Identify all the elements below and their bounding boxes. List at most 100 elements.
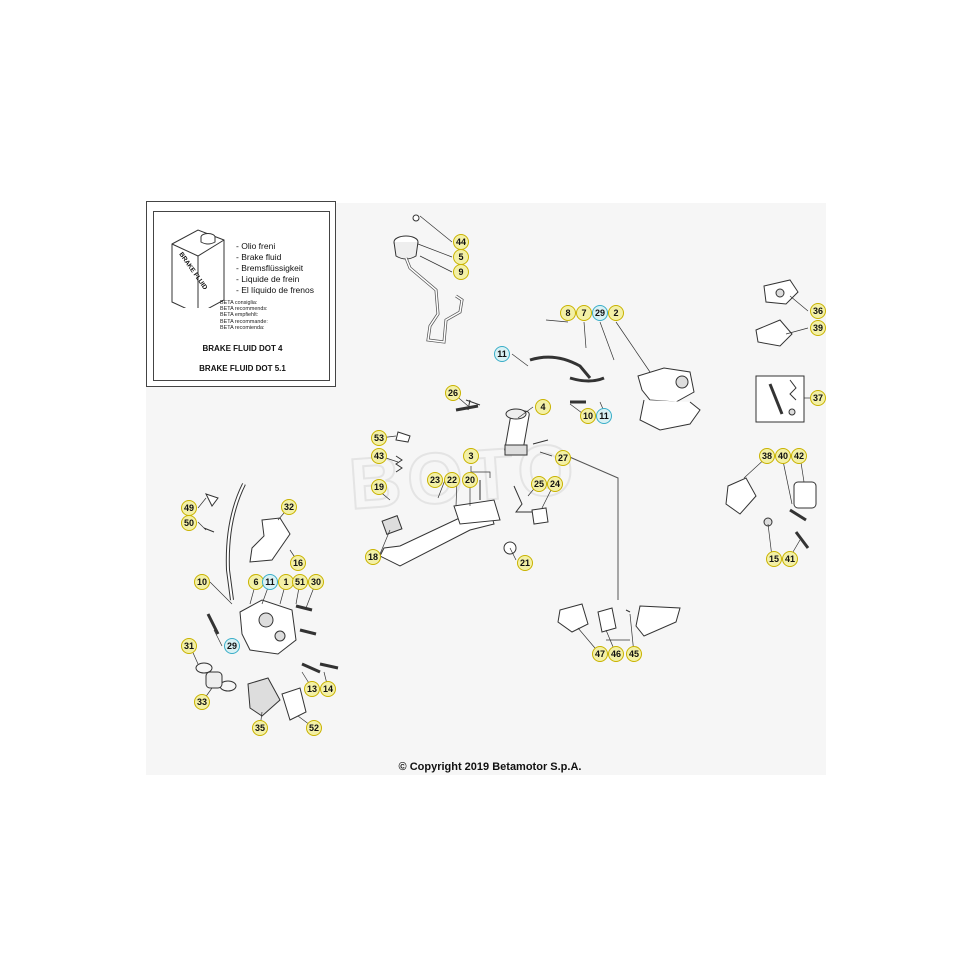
- callout-c1: 1: [278, 574, 294, 590]
- fluid-name: Bremsflüssigkeit: [236, 263, 314, 274]
- callout-c19: 19: [371, 479, 387, 495]
- fluid-spec-dot4: BRAKE FLUID DOT 4: [202, 344, 283, 353]
- callout-c36: 36: [810, 303, 826, 319]
- callout-number: 2: [613, 308, 618, 318]
- recommend-line: BETA recomienda:: [220, 324, 265, 331]
- callout-c27: 27: [555, 450, 571, 466]
- recommend-line: BETA consiglia:: [220, 300, 258, 306]
- brake-fluid-legend: BRAKE FLUID Olio freni Brake fluid Brems…: [146, 201, 336, 387]
- callout-number: 31: [184, 641, 194, 651]
- fluid-spec-dot51: BRAKE FLUID DOT 5.1: [199, 364, 286, 373]
- callout-number: 10: [197, 577, 207, 587]
- callout-c51: 51: [292, 574, 308, 590]
- fluid-name: El líquido de frenos: [236, 285, 314, 296]
- side-parts-bottom: [557, 603, 681, 637]
- callout-c26: 26: [445, 385, 461, 401]
- callout-number: 37: [813, 393, 823, 403]
- callout-c9: 9: [453, 264, 469, 280]
- callout-c37: 37: [810, 390, 826, 406]
- callout-c49: 49: [181, 500, 197, 516]
- callout-number: 47: [595, 649, 605, 659]
- callout-c18: 18: [365, 549, 381, 565]
- callout-number: 19: [374, 482, 384, 492]
- callout-number: 35: [255, 723, 265, 733]
- legend-inner-frame: BRAKE FLUID Olio freni Brake fluid Brems…: [153, 211, 330, 381]
- callout-c45: 45: [626, 646, 642, 662]
- callout-number: 43: [374, 451, 384, 461]
- callout-c50: 50: [181, 515, 197, 531]
- recommend-list: BETA consiglia: BETA recommends: BETA em…: [220, 300, 268, 331]
- callout-c24: 24: [547, 476, 563, 492]
- master-cylinder-part: [504, 408, 530, 456]
- callout-c53: 53: [371, 430, 387, 446]
- copyright-notice: © Copyright 2019 Betamotor S.p.A.: [398, 761, 582, 773]
- callout-number: 14: [323, 684, 333, 694]
- callout-c13: 13: [304, 681, 320, 697]
- reservoir-part: [393, 214, 420, 260]
- fluid-name: Liquide de frein: [236, 274, 314, 285]
- callout-c7: 7: [576, 305, 592, 321]
- callout-c20: 20: [462, 472, 478, 488]
- callout-number: 52: [309, 723, 319, 733]
- side-parts-right: [725, 279, 817, 549]
- callout-number: 46: [611, 649, 621, 659]
- fluid-name-list: Olio freni Brake fluid Bremsflüssigkeit …: [236, 241, 314, 296]
- fluid-name: Olio freni: [236, 241, 314, 252]
- callout-c41: 41: [782, 551, 798, 567]
- callout-number: 8: [565, 308, 570, 318]
- callout-number: 18: [368, 552, 378, 562]
- front-caliper-part: [239, 599, 297, 655]
- callout-c47: 47: [592, 646, 608, 662]
- callout-c22: 22: [444, 472, 460, 488]
- callout-c29b: 29: [224, 638, 240, 654]
- callout-c2: 2: [608, 305, 624, 321]
- callout-c8: 8: [560, 305, 576, 321]
- callout-number: 25: [534, 479, 544, 489]
- callout-number: 3: [468, 451, 473, 461]
- callout-number: 16: [293, 558, 303, 568]
- callout-number: 53: [374, 433, 384, 443]
- callout-c11c: 11: [262, 574, 278, 590]
- callout-number: 7: [581, 308, 586, 318]
- recommend-line: BETA recommends:: [220, 306, 268, 313]
- callout-number: 41: [785, 554, 795, 564]
- callout-number: 36: [813, 306, 823, 316]
- callout-number: 24: [550, 479, 560, 489]
- rear-caliper-part: [637, 367, 701, 431]
- callout-c38: 38: [759, 448, 775, 464]
- callout-c23: 23: [427, 472, 443, 488]
- callout-number: 10: [583, 411, 593, 421]
- callout-number: 29: [227, 641, 237, 651]
- callout-number: 40: [778, 451, 788, 461]
- recommend-line: BETA recommande:: [220, 318, 268, 325]
- callout-number: 6: [253, 577, 258, 587]
- callout-c6: 6: [248, 574, 264, 590]
- callout-number: 11: [265, 577, 275, 587]
- callout-c43: 43: [371, 448, 387, 464]
- recommend-line: BETA empfiehlt:: [220, 312, 259, 319]
- callout-number: 45: [629, 649, 639, 659]
- callout-number: 11: [497, 349, 507, 359]
- callout-c29a: 29: [592, 305, 608, 321]
- callout-number: 29: [595, 308, 605, 318]
- callout-c39: 39: [810, 320, 826, 336]
- callout-number: 21: [520, 558, 530, 568]
- callout-number: 38: [762, 451, 772, 461]
- callout-number: 1: [283, 577, 288, 587]
- callout-number: 23: [430, 475, 440, 485]
- brake-fluid-can-icon: BRAKE FLUID: [171, 229, 225, 308]
- callout-c14: 14: [320, 681, 336, 697]
- callout-c32: 32: [281, 499, 297, 515]
- callout-c16: 16: [290, 555, 306, 571]
- callout-c35: 35: [252, 720, 268, 736]
- callout-c11a: 11: [494, 346, 510, 362]
- callout-number: 26: [448, 388, 458, 398]
- callout-c4: 4: [535, 399, 551, 415]
- callout-number: 5: [458, 252, 463, 262]
- callout-number: 44: [456, 237, 466, 247]
- callout-number: 51: [295, 577, 305, 587]
- callout-number: 49: [184, 503, 194, 513]
- callout-number: 42: [794, 451, 804, 461]
- callout-c44: 44: [453, 234, 469, 250]
